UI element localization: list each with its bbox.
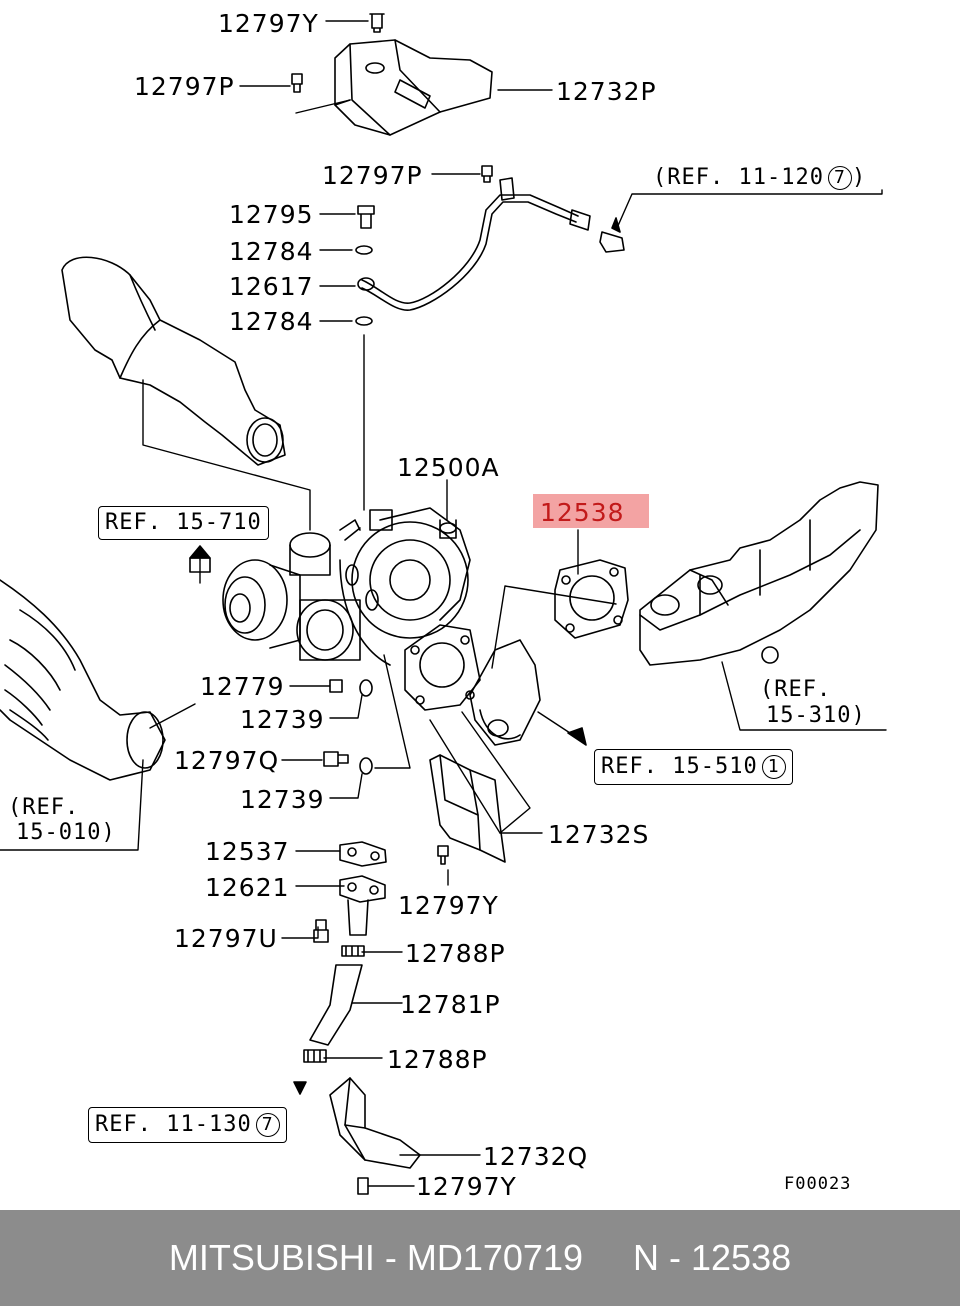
label-12797p-b: 12797P <box>322 161 423 190</box>
exhaust-fitting <box>469 639 541 746</box>
label-12797q: 12797Q <box>174 746 280 775</box>
figure-code: F00023 <box>784 1174 852 1194</box>
turbocharger-12500a <box>222 507 471 666</box>
oil-feed-pipe <box>357 177 625 311</box>
label-12795: 12795 <box>229 200 314 229</box>
ref-11-120-text: (REF. 11-120 <box>653 165 824 190</box>
ref-11-120-number: 7 <box>827 166 852 190</box>
heat-protector-12732q <box>329 1077 421 1169</box>
ref-15-310-line2: 15-310) <box>766 703 866 728</box>
label-12797y-bot: 12797Y <box>416 1172 517 1201</box>
label-12732p: 12732P <box>556 77 657 106</box>
label-12797y-top: 12797Y <box>218 9 319 38</box>
label-12784-b: 12784 <box>229 307 314 336</box>
ref-15-010-line2: 15-010) <box>16 820 116 845</box>
ref-arrows <box>189 217 621 1095</box>
ref-15-310-line1: (REF. <box>760 677 832 702</box>
label-12538: 12538 <box>540 498 625 527</box>
heat-protector-12732s <box>429 754 506 863</box>
ref-11-130-text: REF. 11-130 <box>95 1112 252 1137</box>
ref-15-010-line1: (REF. <box>8 795 80 820</box>
exhaust-manifold <box>639 481 879 666</box>
gasket-12537 <box>339 841 387 867</box>
manifold-flange <box>404 624 481 711</box>
oil-return-pipe-12621 <box>339 875 386 936</box>
exploded-view-drawing <box>0 13 887 1195</box>
label-12797p-a: 12797P <box>134 72 235 101</box>
hose-12781p <box>303 945 365 1063</box>
label-12739-a: 12739 <box>240 705 325 734</box>
footer-text: MITSUBISHI - MD170719 N - 12538 <box>168 1237 792 1278</box>
heat-protector-12732p <box>334 39 493 136</box>
label-12621: 12621 <box>205 873 290 902</box>
ref-15-510-number: 1 <box>761 755 786 779</box>
label-12500a: 12500A <box>397 453 500 482</box>
label-12784-a: 12784 <box>229 237 314 266</box>
leader-lines <box>0 20 887 1187</box>
label-12739-b: 12739 <box>240 785 325 814</box>
part-number-footer: MITSUBISHI - MD170719 N - 12538 <box>0 1210 960 1306</box>
gasket-12538 <box>554 559 629 639</box>
label-12797y-mid: 12797Y <box>398 891 499 920</box>
label-12788p-b: 12788P <box>387 1045 488 1074</box>
label-12781p: 12781P <box>400 990 501 1019</box>
parts-diagram: 12797Y 12797P 12732P 12797P 12795 12784 … <box>0 9 887 1201</box>
ref-15-510-text: REF. 15-510 <box>601 754 758 779</box>
air-intake-hose <box>61 256 286 466</box>
label-12537: 12537 <box>205 837 290 866</box>
ref-11-120-close: ) <box>851 165 867 190</box>
bolts <box>291 13 493 1195</box>
label-12797u: 12797U <box>174 924 278 953</box>
label-12617: 12617 <box>229 272 314 301</box>
ref-11-130-number: 7 <box>255 1113 280 1137</box>
label-12732s: 12732S <box>548 820 650 849</box>
label-12732q: 12732Q <box>483 1142 589 1171</box>
ref-15-710: REF. 15-710 <box>98 506 269 540</box>
bellows-hose <box>0 579 166 781</box>
label-12779: 12779 <box>200 672 285 701</box>
highlight-12538: 12538 <box>533 494 649 528</box>
label-12788p-a: 12788P <box>405 939 506 968</box>
